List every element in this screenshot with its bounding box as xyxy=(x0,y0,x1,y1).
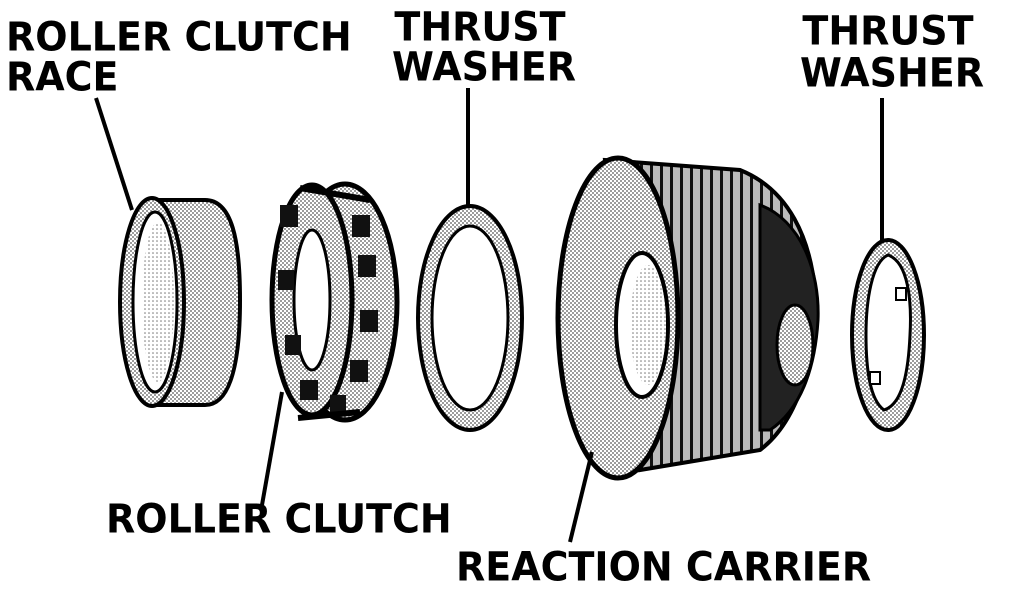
leader-roller-clutch-race xyxy=(94,97,134,211)
label-thrust-washer-2-line2: WASHER xyxy=(800,49,985,97)
label-roller-clutch: ROLLER CLUTCH xyxy=(106,495,452,543)
thrust-washer-1-part xyxy=(416,204,524,432)
label-roller-clutch-race-line1: ROLLER CLUTCH xyxy=(6,13,352,61)
label-thrust-washer-1-line2: WASHER xyxy=(392,43,577,91)
leader-reaction-carrier xyxy=(568,451,594,543)
thrust-washer-2-part xyxy=(850,238,926,432)
roller-clutch-part xyxy=(269,181,400,423)
label-roller-clutch-race-line2: RACE xyxy=(6,53,119,101)
leader-lines xyxy=(94,88,884,543)
label-thrust-washer-1-line1: THRUST xyxy=(394,3,566,51)
roller-clutch-race-part xyxy=(118,196,243,408)
leader-roller-clutch xyxy=(260,391,284,506)
label-thrust-washer-2-line1: THRUST xyxy=(802,7,974,55)
label-reaction-carrier: REACTION CARRIER xyxy=(456,543,872,591)
reaction-carrier-part xyxy=(555,155,820,481)
